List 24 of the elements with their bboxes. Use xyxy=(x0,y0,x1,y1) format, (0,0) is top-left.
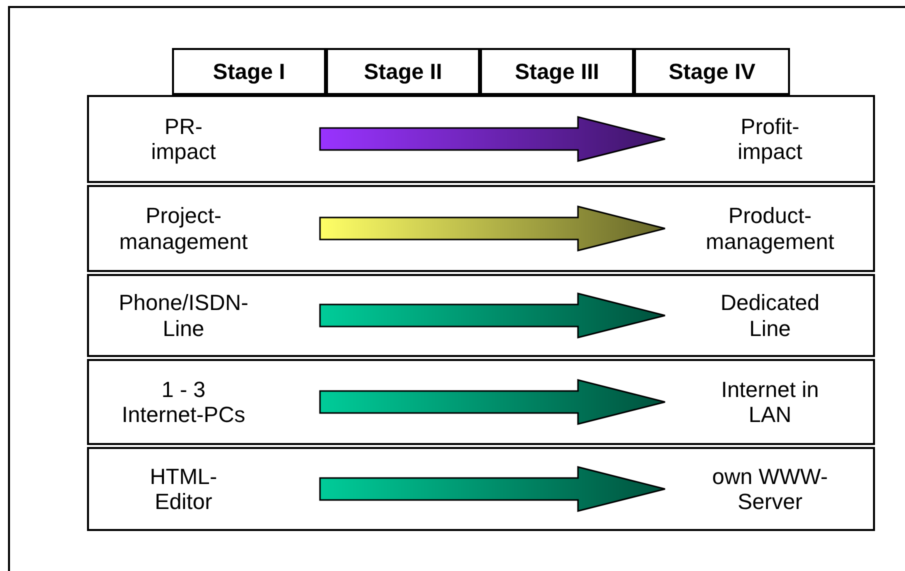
stage-header: Stage III xyxy=(480,48,634,95)
row-label: Internet in LAN xyxy=(720,376,820,428)
row-label: Phone/ISDN- Line xyxy=(118,290,248,341)
block-arrow xyxy=(319,292,666,338)
table-row xyxy=(87,359,875,445)
block-arrow xyxy=(319,466,666,512)
row-label: Project- management xyxy=(118,203,249,254)
block-arrow xyxy=(319,379,666,425)
table-row xyxy=(87,95,875,183)
stage-header: Stage I xyxy=(172,48,326,95)
stage-header: Stage IV xyxy=(634,48,790,95)
table-row xyxy=(87,185,875,272)
table-row xyxy=(87,274,875,357)
table-row xyxy=(87,447,875,531)
row-label: Profit- impact xyxy=(736,114,804,164)
row-label: 1 - 3 Internet-PCs xyxy=(120,376,246,428)
row-label: own WWW-Server xyxy=(711,464,829,514)
row-label: Product- management xyxy=(704,203,836,254)
block-arrow xyxy=(319,116,666,162)
row-label: PR- impact xyxy=(150,114,217,164)
stage-header: Stage II xyxy=(326,48,480,95)
block-arrow xyxy=(319,206,666,252)
row-label: HTML- Editor xyxy=(148,464,218,514)
row-label: Dedicated Line xyxy=(719,290,821,341)
